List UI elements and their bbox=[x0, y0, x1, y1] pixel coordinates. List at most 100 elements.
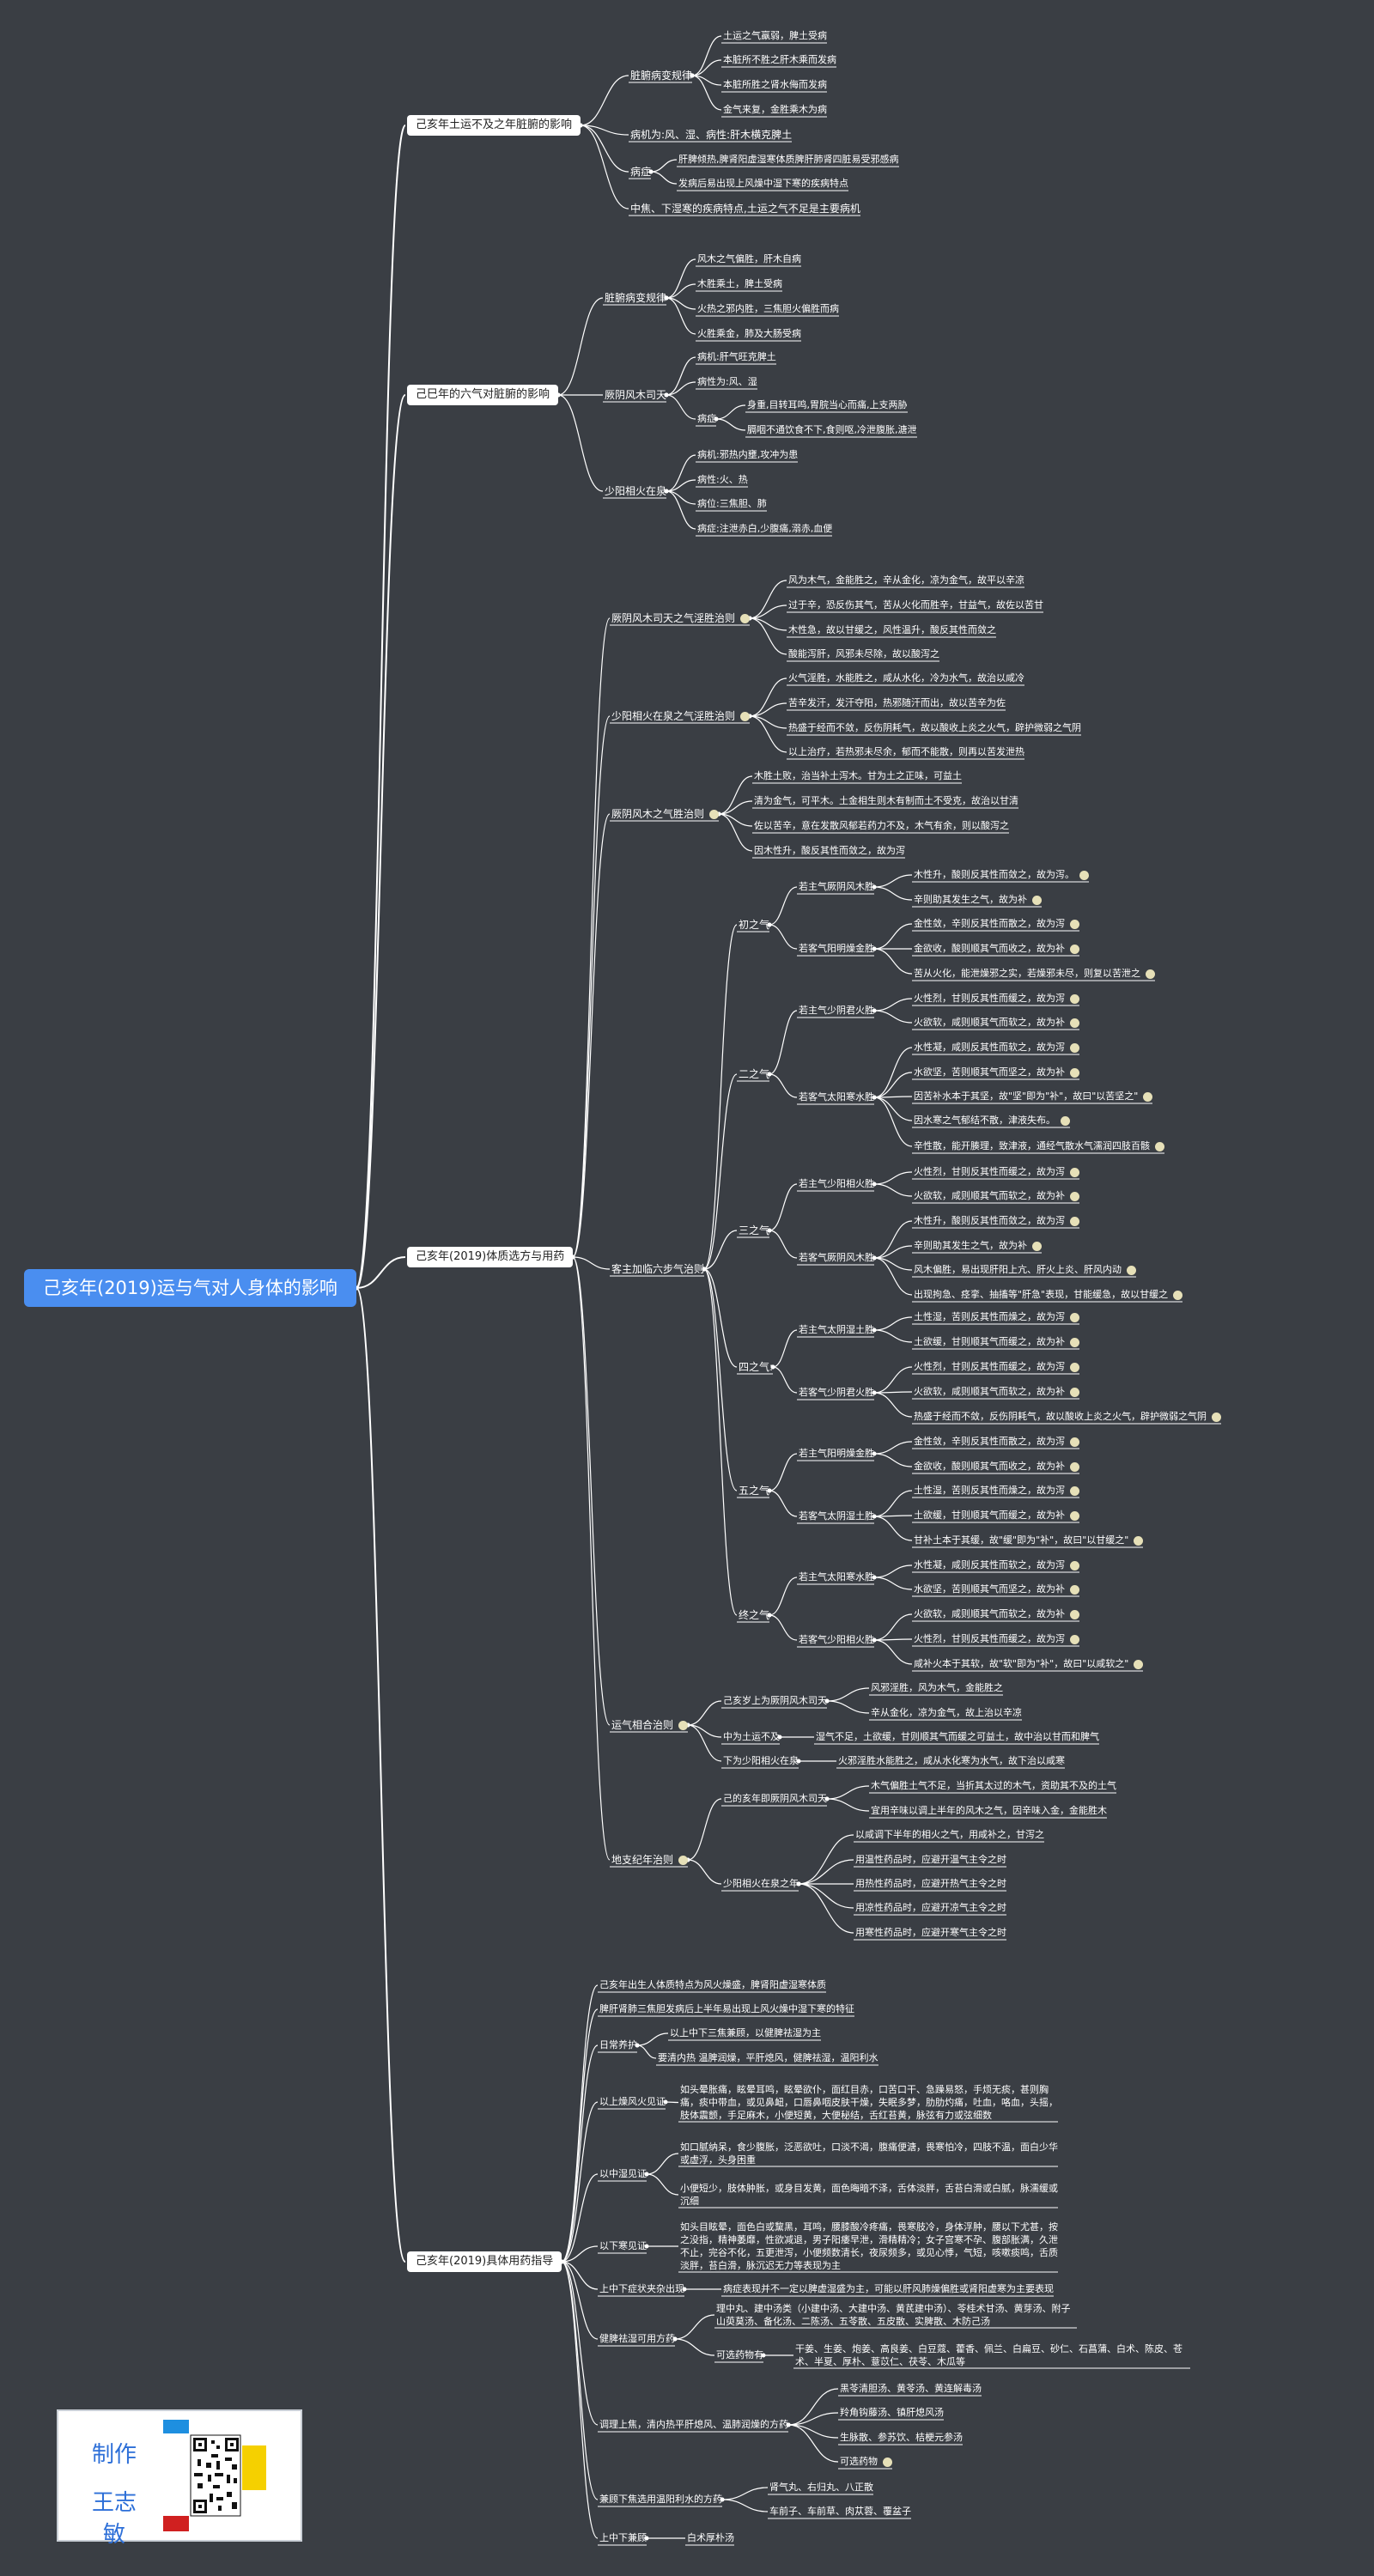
main-topic[interactable]: 己巳年的六气对脏腑的影响 bbox=[407, 385, 559, 405]
note-icon[interactable] bbox=[678, 1721, 689, 1730]
subtopic[interactable]: 运气相合治则 bbox=[611, 1718, 689, 1732]
subtopic[interactable]: 厥阴风木之气胜治则 bbox=[611, 807, 720, 821]
subtopic[interactable]: 厥阴风木司天之气淫胜治则 bbox=[611, 611, 751, 625]
leaf-topic[interactable]: 热盛于经而不敛，反伤阴耗气，故以酸收上炎之火气，辟护微弱之气阴 bbox=[788, 721, 1081, 735]
leaf-topic[interactable]: 病症表现并不一定以脾虚湿盛为主，可能以肝风肺燥偏胜或肾阳虚寒为主要表现 bbox=[723, 2282, 1054, 2296]
leaf-topic[interactable]: 若客气太阳寒水胜 bbox=[799, 1091, 874, 1104]
subtopic[interactable]: 四之气: bbox=[739, 1360, 773, 1374]
leaf-topic[interactable]: 清为金气，可平木。土金相生则木有制而土不受克，故治以甘清 bbox=[754, 794, 1018, 808]
leaf-topic[interactable]: 甘补土本于其缓，故"缓"即为"补"，故曰"以甘缓之" bbox=[914, 1534, 1144, 1547]
subtopic[interactable]: 地支纪年治则 bbox=[611, 1853, 689, 1867]
leaf-topic[interactable]: 中为土运不及 bbox=[723, 1730, 780, 1744]
leaf-topic[interactable]: 脾肝肾肺三焦胆发病后上半年易出现上风火燥中湿下寒的特征 bbox=[599, 2002, 854, 2016]
leaf-topic[interactable]: 以上中下三焦兼顾，以健脾祛湿为主 bbox=[670, 2026, 821, 2040]
leaf-topic[interactable]: 若主气太阳寒水胜 bbox=[799, 1571, 874, 1584]
note-icon[interactable] bbox=[1070, 919, 1079, 929]
leaf-topic[interactable]: 火欲软，咸则顺其气而软之，故为补 bbox=[914, 1016, 1079, 1030]
subtopic[interactable]: 病机为:风、湿、病性:肝木横克脾土 bbox=[630, 128, 792, 142]
leaf-topic[interactable]: 苦从火化，能泄燥邪之实，若燥邪未尽，则复以苦泄之 bbox=[914, 967, 1155, 981]
note-icon[interactable] bbox=[1070, 1312, 1079, 1322]
leaf-topic[interactable]: 火性烈，甘则反其性而缓之，故为泻 bbox=[914, 992, 1079, 1005]
leaf-topic[interactable]: 小便短少，肢体肿胀，或身目发黄，面色晦暗不泽，舌体淡胖，舌苔白滑或白腻，脉濡缓或… bbox=[680, 2182, 1058, 2208]
leaf-topic[interactable]: 以上燥风火见证 bbox=[599, 2095, 666, 2109]
leaf-topic[interactable]: 调理上焦，清内热平肝熄风、温肺润燥的方药 bbox=[599, 2418, 788, 2432]
leaf-topic[interactable]: 下为少阳相火在泉 bbox=[723, 1754, 799, 1768]
note-icon[interactable] bbox=[1127, 1265, 1136, 1275]
leaf-topic[interactable]: 若客气厥阴风木胜 bbox=[799, 1251, 874, 1265]
note-icon[interactable] bbox=[1070, 1510, 1079, 1521]
note-icon[interactable] bbox=[1070, 1067, 1079, 1078]
leaf-topic[interactable]: 因木性升，酸反其性而敛之，故为泻 bbox=[754, 844, 905, 858]
leaf-topic[interactable]: 水欲坚，苦则顺其气而坚之，故为补 bbox=[914, 1583, 1079, 1596]
subtopic[interactable]: 初之气 bbox=[739, 918, 769, 932]
leaf-topic[interactable]: 火欲软，咸则顺其气而软之，故为补 bbox=[914, 1385, 1079, 1399]
note-icon[interactable] bbox=[1070, 1485, 1079, 1496]
leaf-topic[interactable]: 肾气丸、右归丸、八正散 bbox=[769, 2481, 873, 2494]
leaf-topic[interactable]: 土欲缓，甘则顺其气而缓之，故为补 bbox=[914, 1335, 1079, 1349]
leaf-topic[interactable]: 如头晕胀痛，眩晕耳鸣，眩晕欲仆，面红目赤，口苦口干、急躁易怒，手烦无痰，甚则胸痛… bbox=[680, 2083, 1058, 2122]
leaf-topic[interactable]: 如口腻纳呆，食少腹胀，泛恶欲吐，口淡不渴，腹痛便溏，畏寒怕冷，四肢不温，面白少华… bbox=[680, 2141, 1058, 2166]
leaf-topic[interactable]: 上中下症状夹杂出现 bbox=[599, 2282, 684, 2296]
leaf-topic[interactable]: 病性:火、热 bbox=[697, 473, 748, 487]
note-icon[interactable] bbox=[1070, 1337, 1079, 1347]
leaf-topic[interactable]: 白术厚朴汤 bbox=[687, 2531, 734, 2545]
note-icon[interactable] bbox=[1173, 1290, 1183, 1300]
note-icon[interactable] bbox=[678, 1856, 689, 1865]
leaf-topic[interactable]: 以下寒见证 bbox=[599, 2239, 647, 2253]
leaf-topic[interactable]: 火性烈，甘则反其性而缓之，故为泻 bbox=[914, 1165, 1079, 1179]
leaf-topic[interactable]: 宜用辛味以调上半年的风木之气，因辛味入金，金能胜木 bbox=[871, 1804, 1107, 1818]
note-icon[interactable] bbox=[1070, 1634, 1079, 1644]
leaf-topic[interactable]: 佐以苦辛，意在发散风郁若药力不及，木气有余，则以酸泻之 bbox=[754, 819, 1009, 833]
leaf-topic[interactable]: 金性敛，辛则反其性而散之，故为泻 bbox=[914, 917, 1079, 931]
leaf-topic[interactable]: 风邪淫胜，风为木气，金能胜之 bbox=[871, 1681, 1003, 1695]
leaf-topic[interactable]: 出现拘急、痉挛、抽搐等"肝急"表现，甘能缓急，故以甘缓之 bbox=[914, 1288, 1183, 1302]
leaf-topic[interactable]: 病机:邪热内壅,攻冲为患 bbox=[697, 448, 798, 462]
leaf-topic[interactable]: 用寒性药品时，应避开寒气主令之时 bbox=[855, 1926, 1006, 1940]
note-icon[interactable] bbox=[1032, 895, 1042, 905]
leaf-topic[interactable]: 木气偏胜土气不足，当折其太过的木气，资助其不及的土气 bbox=[871, 1779, 1116, 1793]
leaf-topic[interactable]: 若主气少阴君火胜 bbox=[799, 1004, 874, 1018]
leaf-topic[interactable]: 健脾祛湿可用方药 bbox=[599, 2332, 675, 2346]
leaf-topic[interactable]: 过于辛，恐反伤其气，苦从火化而胜辛，甘益气，故佐以苦甘 bbox=[788, 598, 1043, 612]
note-icon[interactable] bbox=[740, 712, 751, 721]
leaf-topic[interactable]: 土运之气羸弱，脾土受病 bbox=[723, 29, 827, 43]
subtopic[interactable]: 病症 bbox=[630, 165, 651, 179]
leaf-topic[interactable]: 病机:肝气旺克脾土 bbox=[697, 350, 776, 364]
subtopic[interactable]: 脏腑病变规律 bbox=[605, 291, 666, 305]
leaf-topic[interactable]: 热盛于经而不敛，反伤阴耗气，故以酸收上炎之火气，辟护微弱之气阴 bbox=[914, 1410, 1221, 1424]
leaf-topic[interactable]: 己亥岁上为厥阴风木司天 bbox=[723, 1694, 827, 1708]
subtopic[interactable]: 少阳相火在泉之气淫胜治则 bbox=[611, 709, 751, 723]
leaf-topic[interactable]: 咸补火本于其软，故"软"即为"补"，故曰"以咸软之" bbox=[914, 1657, 1144, 1671]
leaf-topic[interactable]: 用热性药品时，应避开热气主令之时 bbox=[855, 1877, 1006, 1891]
note-icon[interactable] bbox=[1070, 1167, 1079, 1177]
leaf-topic[interactable]: 木胜乘土，脾土受病 bbox=[697, 277, 782, 291]
leaf-topic[interactable]: 发病后易出现上风燥中湿下寒的疾病特点 bbox=[678, 177, 848, 191]
leaf-topic[interactable]: 若客气少阴君火胜 bbox=[799, 1386, 874, 1400]
leaf-topic[interactable]: 火胜乘金，肺及大肠受病 bbox=[697, 327, 801, 341]
leaf-topic[interactable]: 土欲缓，甘则顺其气而缓之，故为补 bbox=[914, 1509, 1079, 1522]
leaf-topic[interactable]: 日常养护 bbox=[599, 2038, 637, 2052]
subtopic[interactable]: 客主加临六步气治则 bbox=[611, 1262, 704, 1276]
leaf-topic[interactable]: 理中丸、建中汤类（小建中汤、大建中汤、黄芪建中汤）、苓桂术甘汤、黄芽汤、附子山萸… bbox=[716, 2302, 1077, 2328]
leaf-topic[interactable]: 辛从金化，凉为金气，故上治以辛凉 bbox=[871, 1706, 1022, 1720]
leaf-topic[interactable]: 膈咽不通饮食不下,食则呕,冷泄腹胀,溏泄 bbox=[747, 423, 917, 437]
note-icon[interactable] bbox=[1070, 1437, 1079, 1447]
leaf-topic[interactable]: 若客气少阳相火胜 bbox=[799, 1633, 874, 1647]
main-topic[interactable]: 己亥年(2019)体质选方与用药 bbox=[407, 1247, 574, 1267]
subtopic[interactable]: 终之气 bbox=[739, 1608, 769, 1622]
leaf-topic[interactable]: 酸能泻肝，风邪未尽除，故以酸泻之 bbox=[788, 647, 939, 661]
leaf-topic[interactable]: 因苦补水本于其坚，故"坚"即为"补"，故曰"以苦坚之" bbox=[914, 1090, 1153, 1103]
leaf-topic[interactable]: 辛性散，能开腠理，致津液，通经气散水气濡润四肢百骸 bbox=[914, 1139, 1164, 1153]
leaf-topic[interactable]: 用凉性药品时，应避开凉气主令之时 bbox=[855, 1901, 1006, 1915]
leaf-topic[interactable]: 水性凝，咸则反其性而软之，故为泻 bbox=[914, 1558, 1079, 1572]
note-icon[interactable] bbox=[1070, 1042, 1079, 1053]
leaf-topic[interactable]: 黑苓清胆汤、黄苓汤、黄连解毒汤 bbox=[840, 2382, 982, 2396]
leaf-topic[interactable]: 若主气阳明燥金胜 bbox=[799, 1447, 874, 1461]
leaf-topic[interactable]: 用温性药品时，应避开温气主令之时 bbox=[855, 1853, 1006, 1867]
leaf-topic[interactable]: 风为木气，金能胜之，辛从金化，凉为金气，故平以辛凉 bbox=[788, 574, 1024, 587]
leaf-topic[interactable]: 本脏所胜之肾水侮而发病 bbox=[723, 78, 827, 92]
note-icon[interactable] bbox=[1070, 1609, 1079, 1619]
note-icon[interactable] bbox=[1061, 1115, 1070, 1126]
note-icon[interactable] bbox=[1070, 1560, 1079, 1571]
leaf-topic[interactable]: 火气淫胜，水能胜之，咸从水化，冷为水气，故治以咸冷 bbox=[788, 671, 1024, 685]
